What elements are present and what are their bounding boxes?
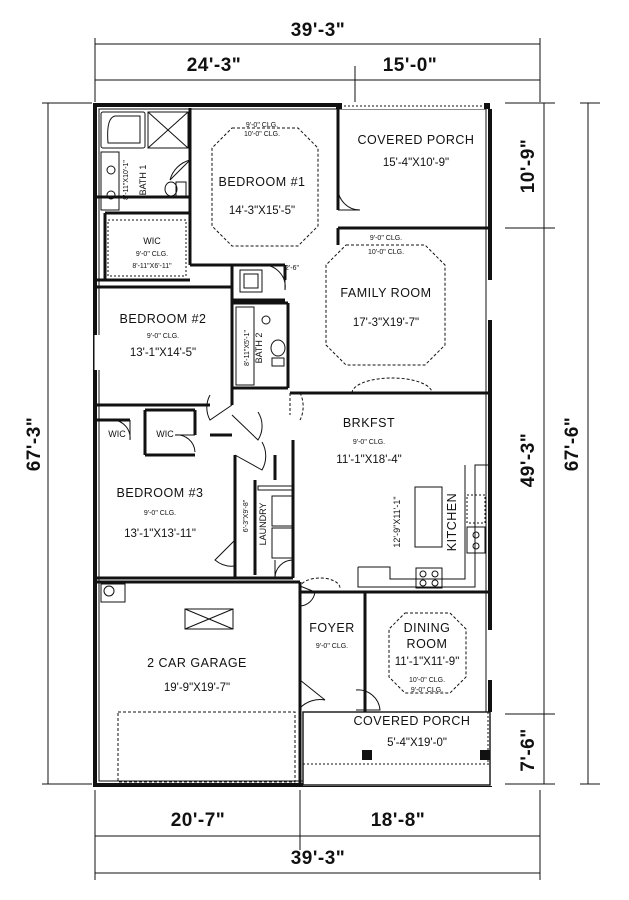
bath1-name: BATH 1 — [138, 165, 148, 196]
dim-top-overall: 39'-3" — [291, 20, 346, 41]
dim-right-lower: 7'-6" — [518, 728, 539, 772]
porch-front-post-left — [362, 750, 372, 760]
porch-front-opening — [303, 712, 492, 786]
exterior-walls — [93, 103, 492, 787]
dining-size: 11'-1"X11'-9" — [395, 656, 460, 668]
bedroom3-size: 13'-1"X13'-11" — [124, 528, 196, 540]
interior-walls — [97, 108, 490, 785]
dim-right-overall: 67'-6" — [562, 417, 583, 472]
laundry-name: LAUNDRY — [258, 503, 268, 546]
bath2-size: 8'-11"X5'-1" — [244, 330, 251, 366]
family-name: FAMILY ROOM — [340, 286, 431, 300]
family-size: 17'-3"X19'-7" — [353, 317, 419, 329]
foyer-ceiling: 9'-0" CLG. — [316, 643, 348, 650]
bedroom1-size: 14'-3"X15'-5" — [229, 205, 295, 217]
bedroom3-ceiling: 9'-0" CLG. — [144, 510, 176, 517]
porch-rear-name: COVERED PORCH — [358, 133, 475, 147]
dim-right-upper: 10'-9" — [518, 139, 539, 194]
dim-top-right: 15'-0" — [383, 55, 438, 76]
brkfst-name: BRKFST — [343, 416, 395, 430]
porch-rear-post-right — [484, 103, 490, 109]
wic1-name: WIC — [143, 236, 161, 246]
fixtures — [94, 111, 493, 783]
bedroom1-ceiling-1: 9'-0" CLG. — [246, 122, 278, 129]
dining-name-line1: DINING — [404, 621, 451, 635]
brkfst-ceiling: 9'-0" CLG. — [353, 439, 385, 446]
dim-top-left: 24'-3" — [187, 55, 242, 76]
wic3-name: WIC — [156, 429, 174, 439]
bedroom1-ceiling-2: 10'-0" CLG. — [244, 131, 280, 138]
foyer-name: FOYER — [309, 621, 355, 635]
bedroom2-size: 13'-1"X14'-5" — [130, 347, 196, 359]
porch-front-size: 5'-4"X19'-0" — [387, 737, 447, 749]
laundry-size: 6'-3"X9'-8" — [243, 499, 250, 532]
garage-name: 2 CAR GARAGE — [147, 656, 247, 670]
porch-front-outline — [302, 711, 491, 786]
dim-bottom-overall: 39'-3" — [291, 848, 346, 869]
porch-front-name: COVERED PORCH — [354, 714, 471, 728]
family-ceiling-2: 10'-0" CLG. — [368, 249, 404, 256]
dim-right-middle: 49'-3" — [518, 433, 539, 488]
bedroom2-name: BEDROOM #2 — [120, 312, 207, 326]
bedroom2-ceiling: 9'-0" CLG. — [147, 333, 179, 340]
bedroom1-name: BEDROOM #1 — [219, 175, 306, 189]
wic2-name: WIC — [108, 429, 126, 439]
bath2-name: BATH 2 — [254, 333, 264, 364]
porch-rear-post-left — [336, 103, 342, 109]
dim-bottom-right: 18'-8" — [371, 810, 426, 831]
porch-rear-size: 15'-4"X10'-9" — [383, 157, 449, 169]
closet-size: 2'-6" — [285, 265, 299, 272]
porch-front-post-right — [480, 750, 490, 760]
dim-left-overall: 67'-3" — [24, 417, 45, 472]
brkfst-size: 11'-1"X18'-4" — [336, 454, 401, 466]
dim-bottom-left: 20'-7" — [171, 810, 226, 831]
dimension-lines — [42, 38, 600, 880]
wic1-size: 8'-11"X6'-11" — [132, 263, 172, 270]
family-ceiling-1: 9'-0" CLG. — [370, 235, 402, 242]
wic1-ceiling: 9'-0" CLG. — [136, 251, 168, 258]
dining-ceiling-2: 9'-0" CLG. — [411, 687, 443, 694]
garage-size: 19'-9"X19'-7" — [164, 682, 230, 694]
doors — [112, 159, 381, 711]
dining-name-line2: ROOM — [407, 637, 448, 651]
bedroom3-name: BEDROOM #3 — [117, 486, 204, 500]
dining-ceiling-1: 10'-0" CLG. — [409, 677, 445, 684]
kitchen-name: KITCHEN — [445, 493, 459, 551]
kitchen-size: 12'-9"X11'-1" — [392, 496, 402, 547]
bath1-size: 8'-11"X10'-1" — [123, 160, 130, 200]
ceiling-outlines — [211, 127, 467, 694]
